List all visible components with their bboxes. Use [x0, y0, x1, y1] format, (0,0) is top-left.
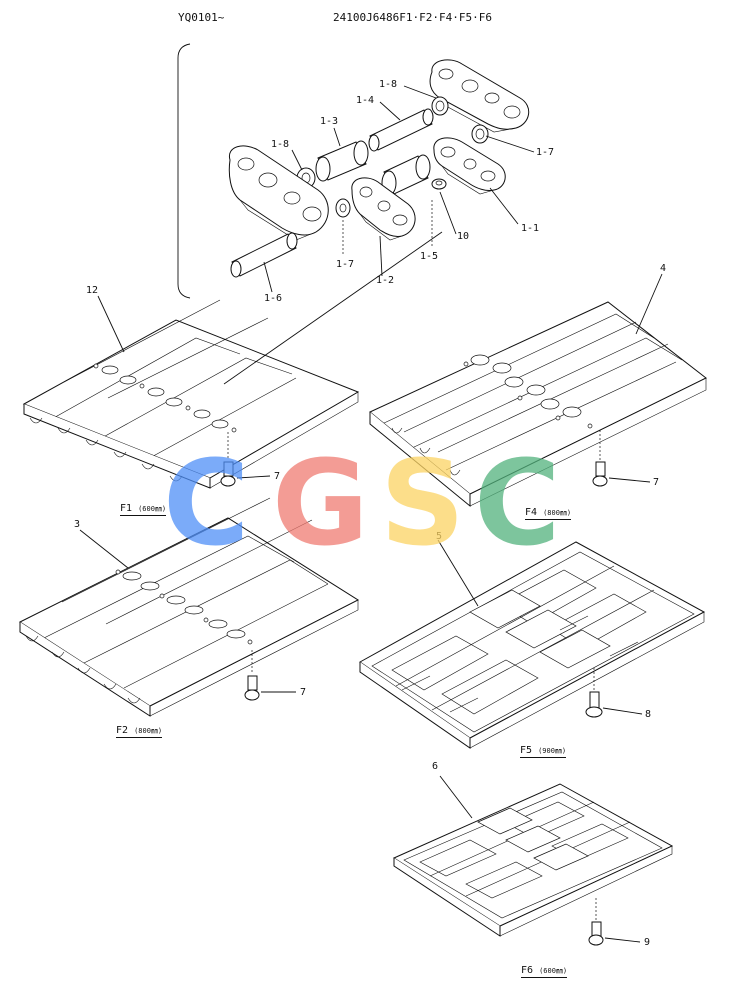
- callout-1-7-right: 1-7: [536, 147, 555, 158]
- track-shoe-f4: [369, 301, 707, 508]
- caption-f5: F5 (900㎜): [520, 745, 567, 758]
- callout-8: 8: [645, 709, 652, 720]
- watermark-letter-g: G: [272, 434, 369, 572]
- callout-1-4: 1-4: [356, 95, 375, 106]
- bolt-7-f1: [220, 461, 236, 487]
- callout-1-7-left: 1-7: [336, 259, 355, 270]
- track-shoe-f2: [18, 497, 360, 717]
- callout-1-2: 1-2: [376, 275, 395, 286]
- track-shoe-f6: [392, 783, 674, 937]
- caption-f1: F1 (600㎜): [120, 503, 167, 516]
- callout-1-1: 1-1: [521, 223, 540, 234]
- track-pin-1-4: [368, 108, 434, 152]
- bolt-7-f4: [592, 461, 608, 487]
- callout-7-f2: 7: [300, 687, 307, 698]
- track-shoe-f1: [22, 299, 360, 489]
- callout-5: 5: [436, 531, 443, 542]
- callout-9: 9: [644, 937, 651, 948]
- track-shoe-f5: [359, 541, 706, 749]
- callout-1-3: 1-3: [320, 116, 339, 127]
- watermark-letter-c2: C: [474, 434, 561, 572]
- callout-12: 12: [86, 285, 99, 296]
- caption-f2: F2 (800㎜): [116, 725, 163, 738]
- callout-4: 4: [660, 263, 667, 274]
- callout-1-8-left: 1-8: [271, 139, 290, 150]
- callout-10: 10: [457, 231, 470, 242]
- part-number: 24100J6486F1·F2·F4·F5·F6: [333, 11, 492, 24]
- caption-f6: F6 (600㎜): [521, 965, 568, 978]
- assembly-bracket: [177, 43, 191, 299]
- callout-3: 3: [74, 519, 81, 530]
- track-link-1-1: [433, 137, 506, 195]
- track-link-left: [228, 145, 329, 241]
- bolt-9-f6: [588, 921, 604, 946]
- watermark-letter-s: S: [380, 434, 465, 572]
- callout-1-8-upper: 1-8: [379, 79, 398, 90]
- caption-f4: F4 (800㎜): [525, 507, 572, 520]
- bolt-8-f5: [585, 691, 603, 718]
- bushing-1-5: [381, 154, 431, 196]
- watermark-letter-c1: C: [163, 434, 250, 572]
- callout-1-5: 1-5: [420, 251, 439, 262]
- callout-7-f4: 7: [653, 477, 660, 488]
- track-link-1-2: [351, 177, 416, 241]
- track-pin-1-6: [230, 232, 298, 278]
- bolt-7-f2: [244, 675, 260, 701]
- serial-range: YQ0101~: [178, 11, 225, 24]
- callout-1-6: 1-6: [264, 293, 283, 304]
- callout-6: 6: [432, 761, 439, 772]
- callout-7-f1: 7: [274, 471, 281, 482]
- bushing-1-3: [315, 140, 369, 182]
- track-link-upper: [429, 59, 530, 133]
